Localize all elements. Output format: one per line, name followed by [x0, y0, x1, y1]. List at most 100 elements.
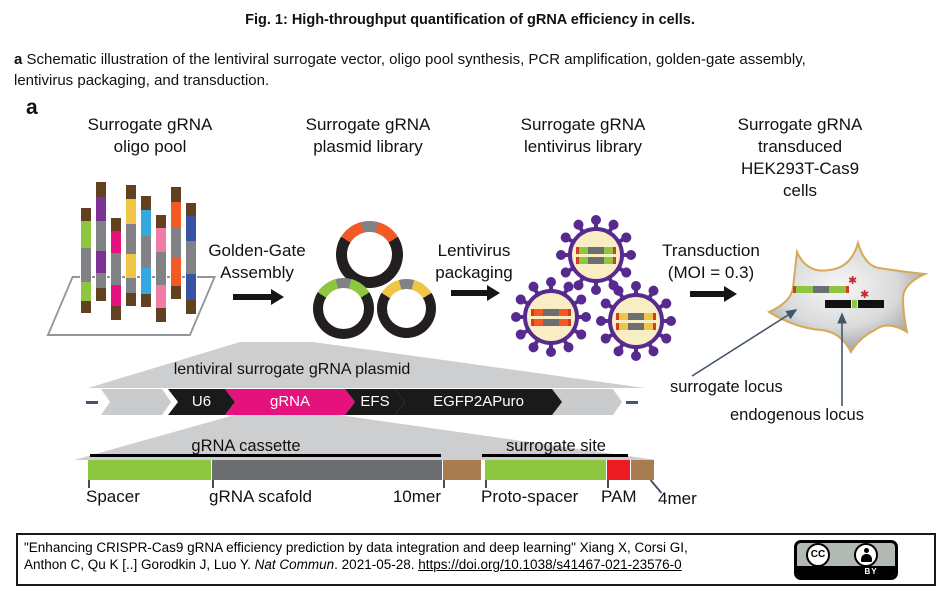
virus-spike-icon	[562, 253, 572, 257]
viral-rna-bar	[576, 246, 616, 254]
cassette-segment-proto-spacer	[485, 460, 606, 480]
virus-spike-icon	[591, 215, 601, 231]
viral-rna-bar	[531, 318, 571, 326]
arrow-right-icon	[233, 288, 284, 305]
virus-spike-icon	[606, 224, 615, 236]
citation-date: . 2021-05-28.	[334, 557, 419, 572]
virus-spike-icon	[517, 315, 527, 319]
virus-spike-icon	[605, 331, 617, 340]
endogenous-locus-bar	[825, 300, 884, 308]
virus-spike-icon	[532, 336, 541, 348]
plasmid-ring	[313, 278, 374, 339]
cassette-tick	[485, 480, 487, 488]
lentivirus-particle	[602, 281, 670, 355]
virus-spike-icon	[615, 236, 627, 245]
virus-spike-icon	[605, 302, 617, 311]
virus-spike-icon	[577, 224, 586, 236]
transduced-cell-graphic	[766, 240, 929, 355]
oligo-segment	[111, 231, 121, 253]
virus-spike-icon	[655, 302, 667, 311]
panel-a-label: a	[26, 96, 38, 119]
oligo-segment	[171, 228, 181, 258]
caption-line-2: lentivirus packaging, and transduction.	[14, 72, 270, 89]
caption-line-1: Schematic illustration of the lentiviral…	[26, 51, 806, 68]
virus-spike-icon	[565, 236, 577, 245]
oligo-segment	[96, 197, 106, 221]
citation-box: "Enhancing CRISPR-Cas9 gRNA efficiency p…	[16, 533, 936, 586]
cassette-segment-4mer	[631, 460, 654, 480]
grna-scafold-label: gRNA scafold	[209, 487, 312, 506]
stage-title-lentivirus-library: Surrogate gRNA lentivirus library	[520, 115, 646, 156]
plasmid-block-egfp2apuro: EGFP2APuro	[395, 389, 562, 415]
oligo-segment	[126, 224, 136, 254]
plasmid-ring	[377, 279, 436, 338]
plasmid-backbone-dash	[626, 401, 638, 404]
oligo-segment	[126, 254, 136, 278]
virus-spike-icon	[655, 331, 667, 340]
grna-cassette-label: gRNA cassette	[191, 437, 301, 455]
plasmid-backbone-dash	[86, 401, 98, 404]
oligo-segment	[126, 185, 136, 199]
lentivirus-particle	[517, 277, 585, 351]
virus-spike-icon	[520, 298, 532, 307]
by-label: BY	[864, 567, 878, 576]
cassette-tick	[443, 480, 445, 488]
cc-by-license-badge[interactable]: CC BY	[794, 540, 898, 580]
figure-title: Fig. 1: High-throughput quantification o…	[245, 12, 695, 28]
citation-text: "Enhancing CRISPR-Cas9 gRNA efficiency p…	[24, 539, 799, 573]
step-label-transduction: Transduction (MOI = 0.3)	[662, 241, 760, 282]
oligo-pool-plate	[46, 276, 216, 336]
citation-authors: Anthon C, Qu K [..] Gorodkin J, Luo Y.	[24, 557, 255, 572]
virus-spike-icon	[617, 290, 626, 302]
cassette-tick	[88, 480, 90, 488]
viral-rna-bar	[616, 312, 656, 320]
cell-body	[766, 240, 929, 355]
oligo-segment	[186, 203, 196, 216]
surrogate-locus-bar	[793, 286, 849, 293]
citation-line-1: "Enhancing CRISPR-Cas9 gRNA efficiency p…	[24, 540, 688, 555]
arrow-right-icon	[451, 284, 500, 301]
virus-spike-icon	[634, 345, 638, 355]
virus-spike-icon	[561, 286, 570, 298]
oligo-segment	[171, 187, 181, 202]
cleavage-star-icon: ✱	[860, 289, 870, 301]
cassette-segment-grna-scafold	[212, 460, 442, 480]
cassette-segment-spacer	[88, 460, 211, 480]
oligo-segment	[156, 215, 166, 228]
cc-icon: CC	[806, 543, 830, 567]
cleavage-star-icon: ✱	[848, 275, 858, 287]
virus-spike-icon	[561, 336, 570, 348]
virus-spike-icon	[660, 319, 670, 323]
virus-spike-icon	[532, 286, 541, 298]
oligo-segment	[186, 216, 196, 241]
virus-spike-icon	[520, 327, 532, 336]
spacer-label: Spacer	[86, 487, 140, 506]
oligo-segment	[171, 202, 181, 228]
viral-rna-bar	[616, 322, 656, 330]
virus-spike-icon	[565, 265, 577, 274]
step-label-lentivirus-packaging: Lentivirus packaging	[435, 241, 513, 282]
virus-spike-icon	[575, 315, 585, 319]
oligo-segment	[141, 196, 151, 210]
oligo-segment	[111, 218, 121, 231]
cassette-tick	[607, 480, 609, 488]
virus-spike-icon	[602, 319, 612, 323]
oligo-segment	[96, 182, 106, 197]
surrogate-locus-label: surrogate locus	[670, 378, 783, 396]
step-label-golden-gate-assembly: Golden-Gate Assembly	[208, 241, 306, 282]
virus-spike-icon	[577, 274, 586, 286]
virus-spike-icon	[594, 279, 598, 289]
oligo-segment	[96, 251, 106, 273]
virus-spike-icon	[646, 340, 655, 352]
arrow-right-icon	[690, 285, 737, 302]
viral-rna-bar	[576, 256, 616, 264]
stage-title-plasmid-library: Surrogate gRNA plasmid library	[305, 115, 431, 156]
oligo-segment	[141, 236, 151, 268]
plasmid-block-grna: gRNA	[225, 389, 355, 415]
stage-title-transduced-cells: Surrogate gRNA transduced HEK293T-Cas9 c…	[737, 115, 863, 200]
surrogate-site-label: surrogate site	[506, 437, 606, 455]
oligo-segment	[141, 210, 151, 236]
plasmid-block-u6: U6	[168, 389, 235, 415]
pam-label: PAM	[601, 487, 637, 506]
doi-link[interactable]: https://doi.org/10.1038/s41467-021-23576…	[418, 557, 682, 572]
